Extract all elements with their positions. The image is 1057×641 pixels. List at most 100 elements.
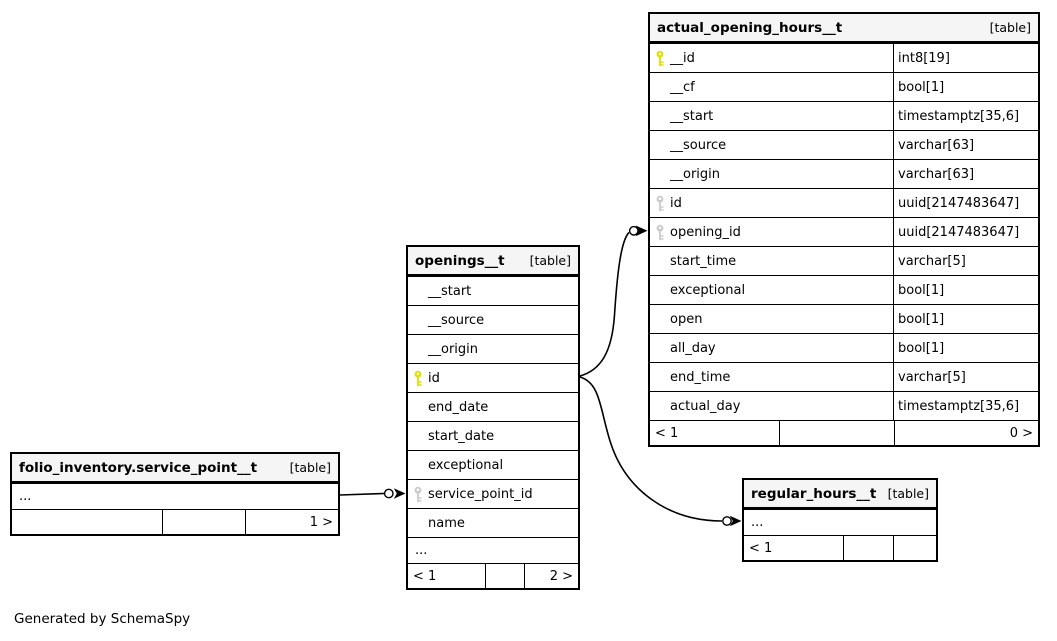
column-name-cell: __start [408, 277, 578, 305]
table-badge: [table] [989, 20, 1031, 35]
key-icon-slot [650, 195, 670, 212]
table-footer: 1 > [12, 509, 338, 534]
column-row-name: name [408, 508, 578, 537]
table-name[interactable]: folio_inventory.service_point__t [19, 459, 258, 476]
column-row-opening_id: opening_id uuid[2147483647] [650, 217, 1038, 246]
column-type: timestamptz[35,6] [893, 102, 1038, 130]
table-badge: [table] [887, 486, 929, 501]
table-header: regular_hours__t [table] [744, 480, 936, 509]
column-name: opening_id [670, 224, 741, 240]
column-type: uuid[2147483647] [893, 218, 1038, 246]
column-name: id [670, 195, 682, 211]
column-name-cell: start_time [650, 247, 893, 275]
column-name: service_point_id [428, 486, 533, 502]
column-name-cell: __origin [650, 160, 893, 188]
column-name-cell: __source [408, 306, 578, 334]
foreign-key-icon [656, 224, 664, 240]
table-name[interactable]: openings__t [415, 252, 505, 269]
column-name-cell: id [650, 189, 893, 217]
arrowhead-icon [393, 488, 406, 499]
column-name-cell: end_time [650, 363, 893, 391]
column-row-id: id [408, 363, 578, 392]
ellipsis-label: ... [415, 543, 428, 558]
key-icon-slot [408, 486, 428, 503]
relations-count-middle [162, 510, 246, 534]
column-name: __source [428, 312, 485, 328]
column-type: varchar[5] [893, 247, 1038, 275]
relationship-service-point-to-openings [339, 488, 406, 499]
column-name: __id [670, 50, 695, 66]
table-header: actual_opening_hours__t [table] [650, 14, 1038, 43]
column-type: bool[1] [893, 305, 1038, 333]
ellipsis-row: ... [408, 537, 578, 563]
ellipsis-label: ... [19, 489, 32, 504]
column-name: open [670, 311, 703, 327]
column-name: actual_day [670, 398, 741, 414]
relations-count-middle [485, 564, 525, 588]
column-name-cell: name [408, 509, 578, 537]
foreign-key-icon [414, 486, 422, 502]
zero-cardinality-circle [722, 516, 732, 526]
column-row-open: open bool[1] [650, 304, 1038, 333]
arrowhead-icon [729, 515, 742, 527]
table-name[interactable]: regular_hours__t [751, 485, 877, 502]
column-name: name [428, 515, 465, 531]
column-name-cell: __start [650, 102, 893, 130]
ellipsis-label: ... [751, 515, 764, 530]
relations-count-right: 0 > [1009, 425, 1033, 441]
column-row-service_point_id: service_point_id [408, 479, 578, 508]
column-name: start_date [428, 428, 495, 444]
table-badge: [table] [289, 460, 331, 475]
primary-key-icon [414, 370, 422, 386]
column-name: exceptional [428, 457, 504, 473]
relations-count-middle [843, 536, 894, 560]
column-row-__start: __start [408, 276, 578, 305]
column-name: __origin [670, 166, 721, 182]
relations-count-right: 1 > [309, 514, 333, 530]
column-name: all_day [670, 340, 716, 356]
table-footer: < 1 [744, 535, 936, 560]
column-name: id [428, 370, 440, 386]
column-name: __start [428, 283, 472, 299]
column-name: __cf [670, 79, 695, 95]
relations-count-left [12, 510, 162, 534]
column-name: __origin [428, 341, 479, 357]
column-row-all_day: all_day bool[1] [650, 333, 1038, 362]
relationship-openings-to-actual-opening-hours [579, 225, 648, 377]
column-name-cell: __origin [408, 335, 578, 363]
zero-cardinality-circle [628, 225, 639, 236]
primary-key-icon [656, 50, 664, 66]
column-row-__id: __id int8[19] [650, 43, 1038, 72]
generated-by-note: Generated by SchemaSpy [14, 611, 191, 627]
relations-count-middle [779, 421, 895, 445]
column-type: bool[1] [893, 276, 1038, 304]
table-openings__t: openings__t[table]__start__source__origi… [406, 245, 580, 590]
column-name-cell: open [650, 305, 893, 333]
column-name: end_date [428, 399, 489, 415]
column-name-cell: exceptional [408, 451, 578, 479]
column-name: end_time [670, 369, 731, 385]
column-row-__source: __source [408, 305, 578, 334]
column-row-exceptional: exceptional [408, 450, 578, 479]
column-name-cell: __id [650, 44, 893, 72]
relations-count-right [894, 536, 936, 560]
column-name-cell: id [408, 364, 578, 392]
column-name-cell: opening_id [650, 218, 893, 246]
key-icon-slot [408, 370, 428, 387]
table-name[interactable]: actual_opening_hours__t [657, 19, 843, 36]
column-type: int8[19] [893, 44, 1038, 72]
column-row-end_date: end_date [408, 392, 578, 421]
column-type: bool[1] [893, 334, 1038, 362]
key-icon-slot [650, 224, 670, 241]
column-type: varchar[63] [893, 131, 1038, 159]
column-name-cell: service_point_id [408, 480, 578, 508]
column-name-cell: actual_day [650, 392, 893, 420]
key-icon-slot [650, 50, 670, 67]
